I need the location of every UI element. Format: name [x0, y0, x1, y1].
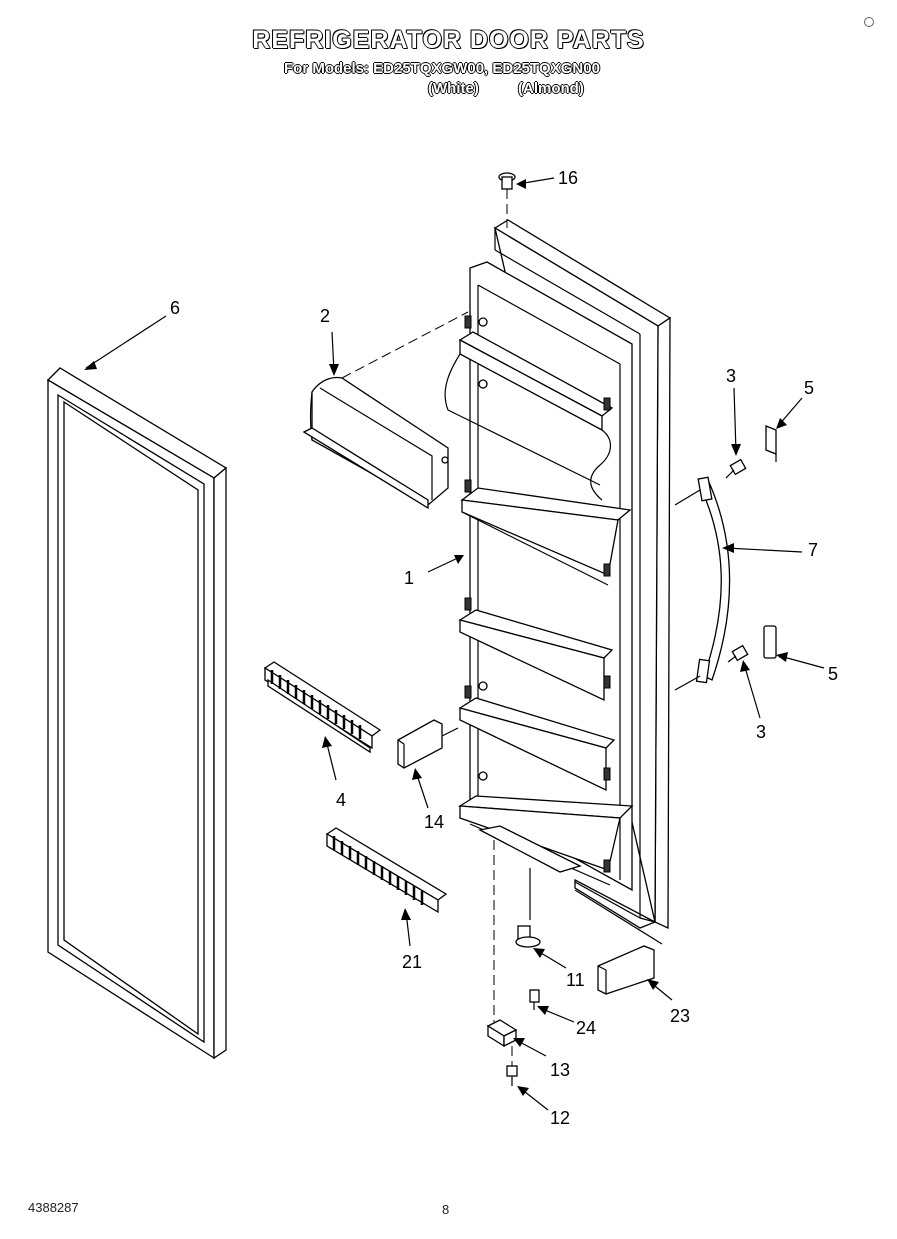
color-white-label: (White): [428, 80, 479, 97]
document-number: 4388287: [28, 1200, 79, 1215]
dairy-door: [302, 311, 469, 510]
models-line: For Models: ED25TQXGW00, ED25TQXGN00: [284, 60, 600, 77]
callout-23: 23: [670, 1006, 690, 1026]
leader-lines: [84, 177, 825, 1111]
callout-12: 12: [550, 1108, 570, 1128]
bracket-screw: [506, 1046, 518, 1086]
trim-strip-upper: [263, 661, 382, 754]
callout-14: 14: [424, 812, 444, 832]
callout-7: 7: [808, 540, 818, 560]
callout-5-lower: 5: [828, 664, 838, 684]
callout-5-upper: 5: [804, 378, 814, 398]
door-gasket: [46, 367, 228, 1060]
door-liner: [444, 219, 672, 930]
page-number: 8: [442, 1202, 450, 1217]
handle-screw-upper: [725, 458, 747, 479]
callout-3-lower: 3: [756, 722, 766, 742]
callout-24: 24: [576, 1018, 596, 1038]
trim-strip-lower: [325, 827, 448, 914]
top-hinge-bushing: [498, 172, 516, 228]
handle-screw-lower: [727, 644, 749, 663]
callout-2: 2: [320, 306, 330, 326]
callout-6: 6: [170, 298, 180, 318]
callout-11: 11: [566, 970, 585, 990]
page-title: REFRIGERATOR DOOR PARTS: [252, 26, 645, 54]
bottom-hinge-pin: [515, 868, 541, 948]
handle-cap-lower: [763, 625, 777, 659]
callout-1: 1: [404, 568, 414, 588]
bottom-trim-cap: [574, 889, 663, 995]
callout-4: 4: [336, 790, 346, 810]
callout-21: 21: [402, 952, 422, 972]
callout-13: 13: [550, 1060, 570, 1080]
hinge-bracket: [486, 840, 518, 1048]
corner-mark: [864, 17, 874, 27]
color-almond-label: (Almond): [518, 80, 584, 97]
shelf-end-cap: [397, 719, 459, 769]
callout-16: 16: [558, 168, 578, 188]
callout-3-upper: 3: [726, 366, 736, 386]
hinge-screw: [529, 989, 540, 1010]
door-handle: [674, 476, 731, 691]
handle-cap-upper: [765, 425, 777, 462]
